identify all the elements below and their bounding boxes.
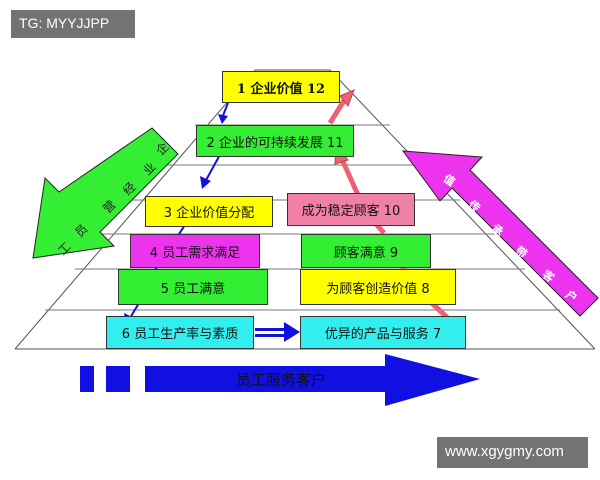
- box-value-distribution: 3 企业价值分配: [145, 196, 273, 227]
- right-magenta-arrow: [401, 150, 599, 317]
- left-green-arrow: [32, 127, 179, 259]
- bottom-blue-arrow: [145, 354, 480, 406]
- box-stable-customers: 成为稳定顾客 10: [287, 193, 415, 226]
- box-quality-products-services: 优异的产品与服务 7: [300, 316, 466, 349]
- box-employee-needs: 4 员工需求满足: [130, 234, 260, 268]
- box-employee-satisfaction: 5 员工满意: [118, 269, 268, 305]
- box-enterprise-value: 1 企业价值 12: [222, 71, 340, 103]
- box-create-customer-value: 为顾客创造价值 8: [300, 269, 456, 305]
- box-sustainable-development: 2 企业的可持续发展 11: [196, 125, 354, 157]
- box-customer-satisfaction: 顾客满意 9: [301, 234, 431, 268]
- bottom-square-1: [80, 366, 94, 392]
- watermark-bottom-right: www.xgygmy.com: [437, 437, 588, 468]
- bottom-square-2: [106, 366, 130, 392]
- watermark-top-left: TG: MYYJJPP: [11, 10, 135, 38]
- box-employee-productivity: 6 员工生产率与素质: [106, 316, 254, 349]
- bottom-arrow-label: 员工服务客户: [236, 371, 327, 389]
